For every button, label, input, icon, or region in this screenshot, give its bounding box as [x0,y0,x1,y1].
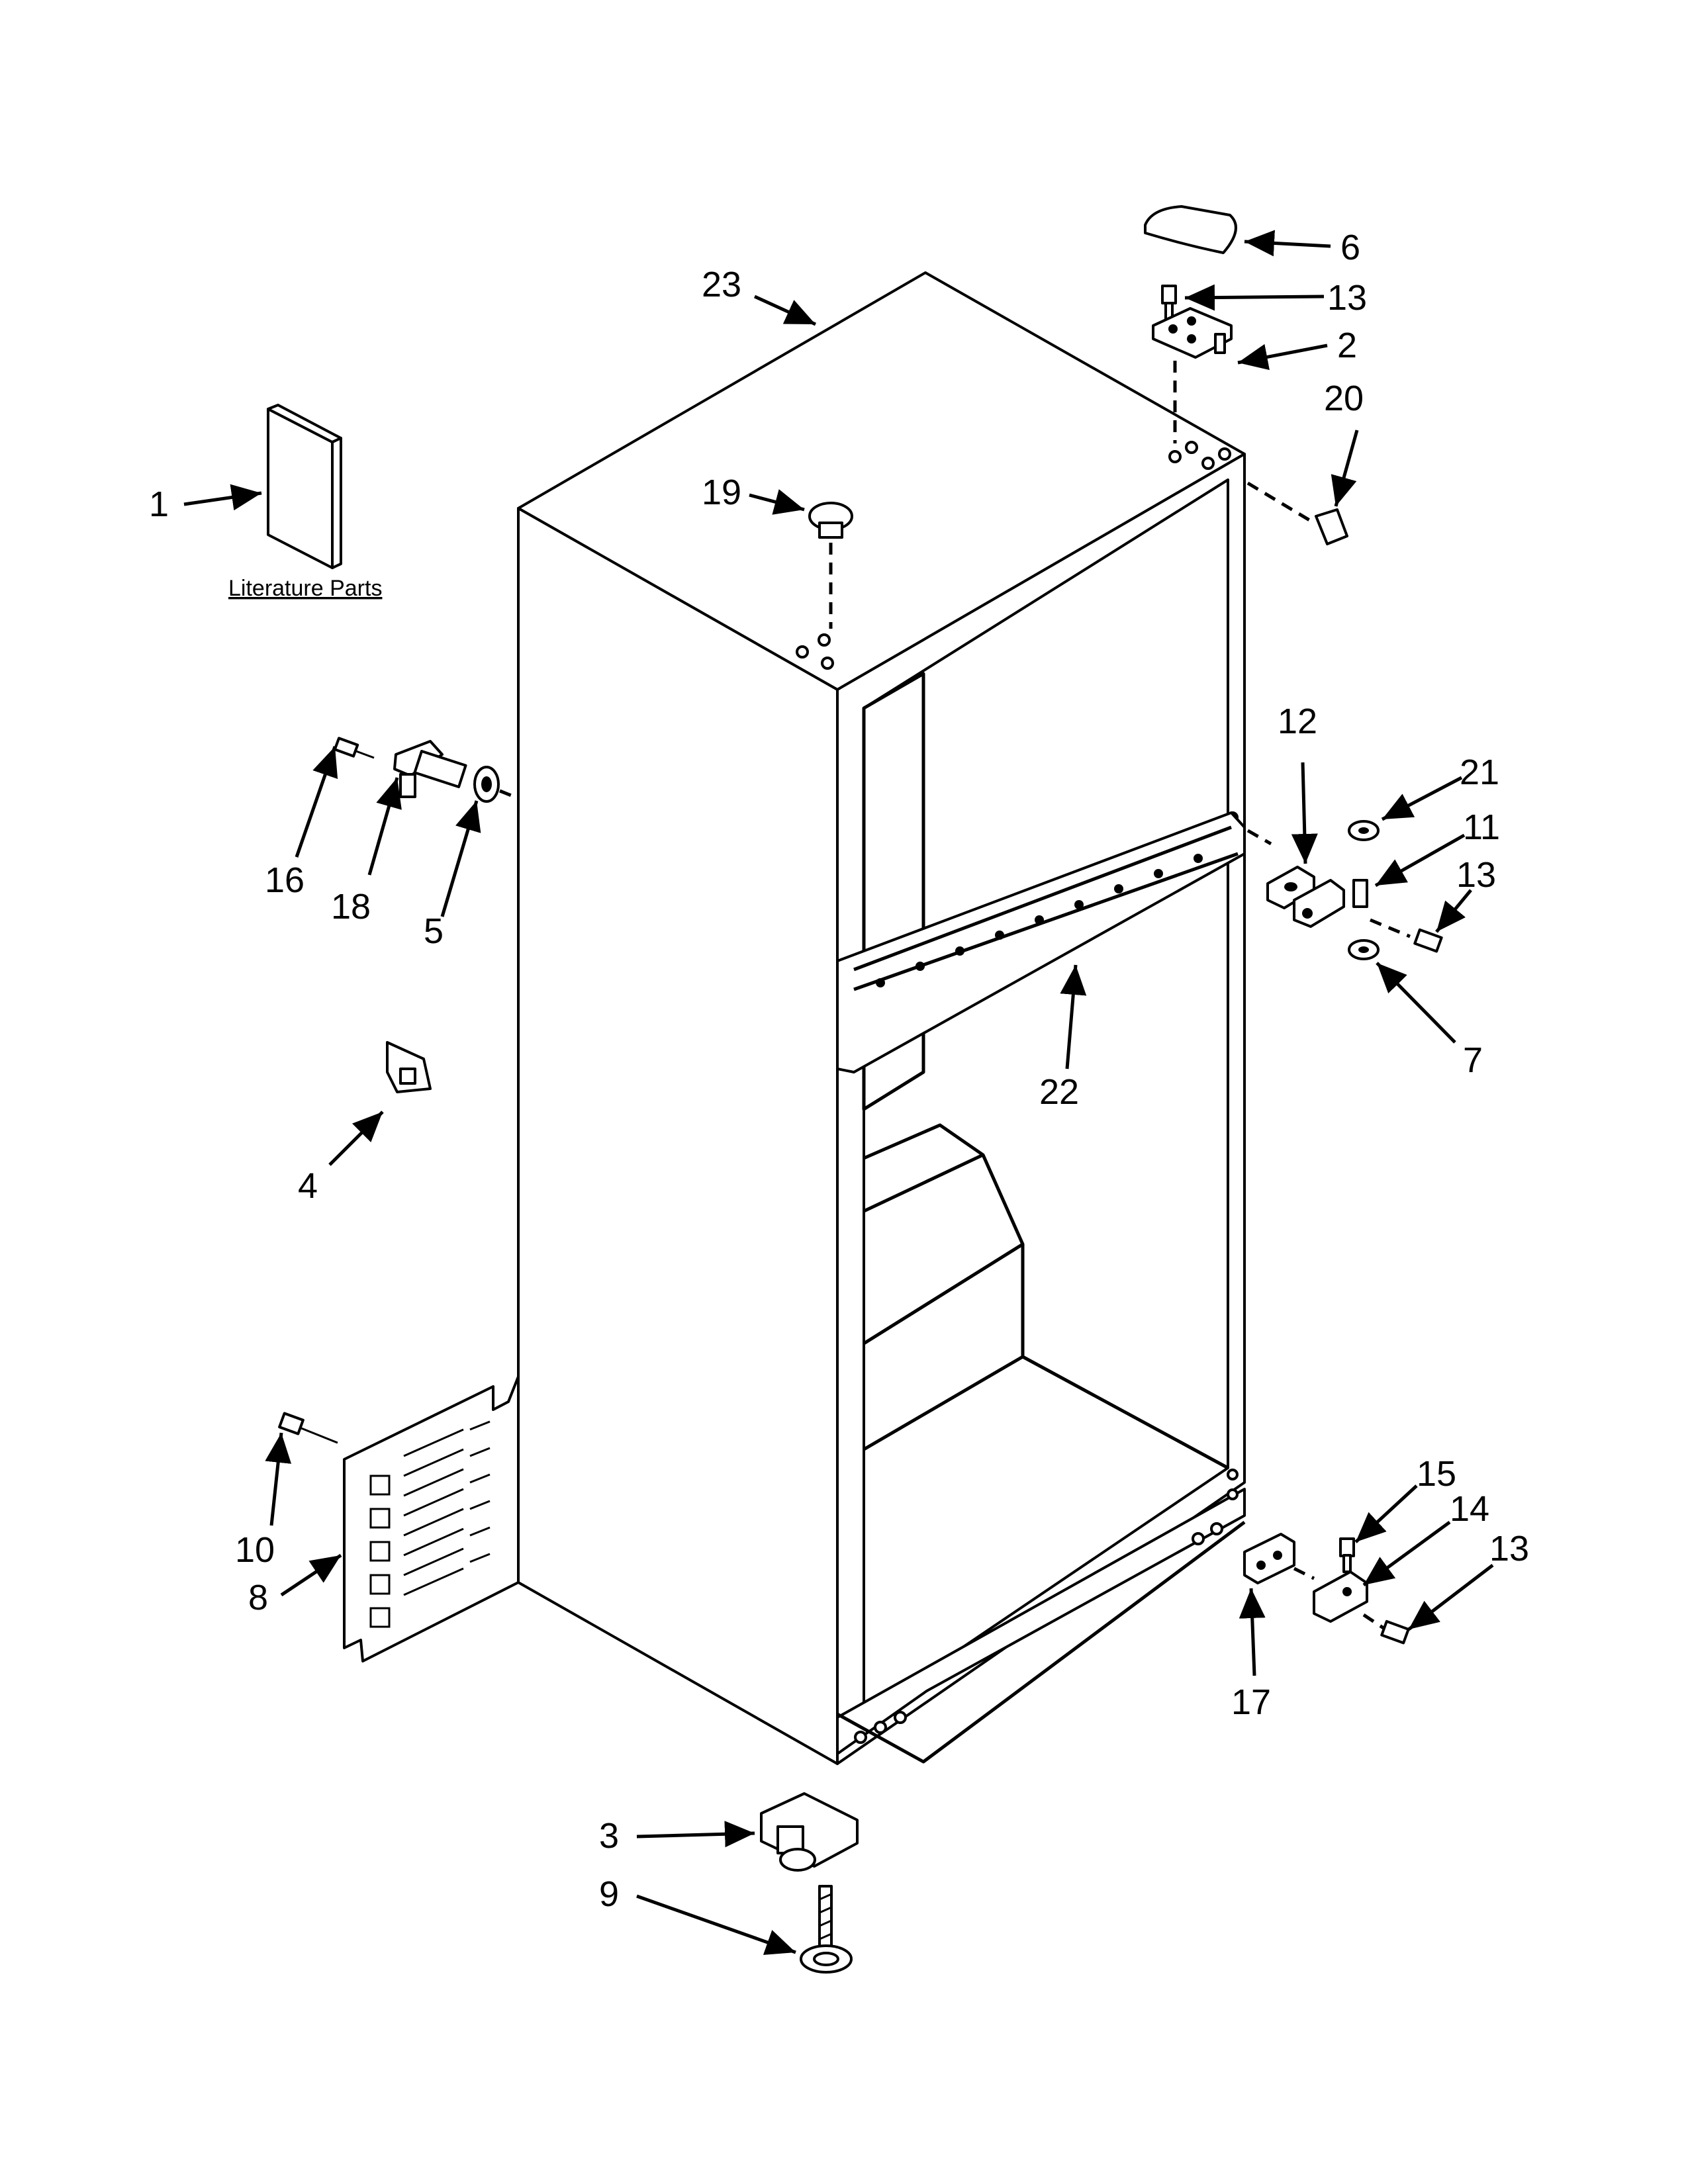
literature-book-icon [267,404,342,569]
callout-3: 3 [599,1816,619,1856]
callout-22: 22 [1039,1072,1079,1112]
callout-14: 14 [1450,1489,1489,1529]
callout-9: 9 [599,1874,619,1914]
callout-20: 20 [1324,379,1364,418]
callout-5: 5 [424,911,444,951]
mullion-bar [836,811,1246,1073]
callout-1: 1 [149,484,169,524]
callout-16: 16 [265,860,305,900]
rear-access-panel-icon [278,1375,520,1662]
roller-and-leveler-icon [760,1792,859,1974]
callout-15: 15 [1417,1454,1456,1494]
callout-21: 21 [1460,752,1499,792]
callout-2: 2 [1337,326,1357,365]
callout-12: 12 [1278,702,1317,741]
callout-6: 6 [1340,228,1360,267]
callout-18: 18 [331,887,371,927]
callout-8: 8 [248,1578,268,1617]
callout-13-mid: 13 [1456,855,1496,895]
callout-4: 4 [298,1166,318,1206]
callout-13-top: 13 [1327,278,1367,318]
center-hinge-assembly-icon [1246,820,1443,960]
leader-arrows [183,230,1494,1955]
callout-10: 10 [235,1530,275,1570]
cabinet-assembly [517,271,1246,1765]
callout-19: 19 [702,473,741,512]
callout-13-bottom: 13 [1489,1529,1529,1569]
callout-7: 7 [1463,1040,1483,1080]
hinge-pin-cover-icon [1246,481,1348,545]
callout-11: 11 [1463,807,1500,847]
door-stop-assembly-icon [333,737,517,803]
top-hinge-icon [1152,285,1233,443]
bottom-hinge-assembly-icon [1243,1533,1410,1645]
plug-button-icon [808,502,853,629]
callout-17: 17 [1231,1682,1271,1722]
hinge-cover-icon [1144,205,1237,254]
callout-23: 23 [702,265,741,304]
callout-labels: 23 1 Literature Parts 6 13 2 20 19 12 21… [149,228,1529,1914]
literature-parts-caption: Literature Parts [228,576,382,601]
clip-icon [386,1041,432,1093]
